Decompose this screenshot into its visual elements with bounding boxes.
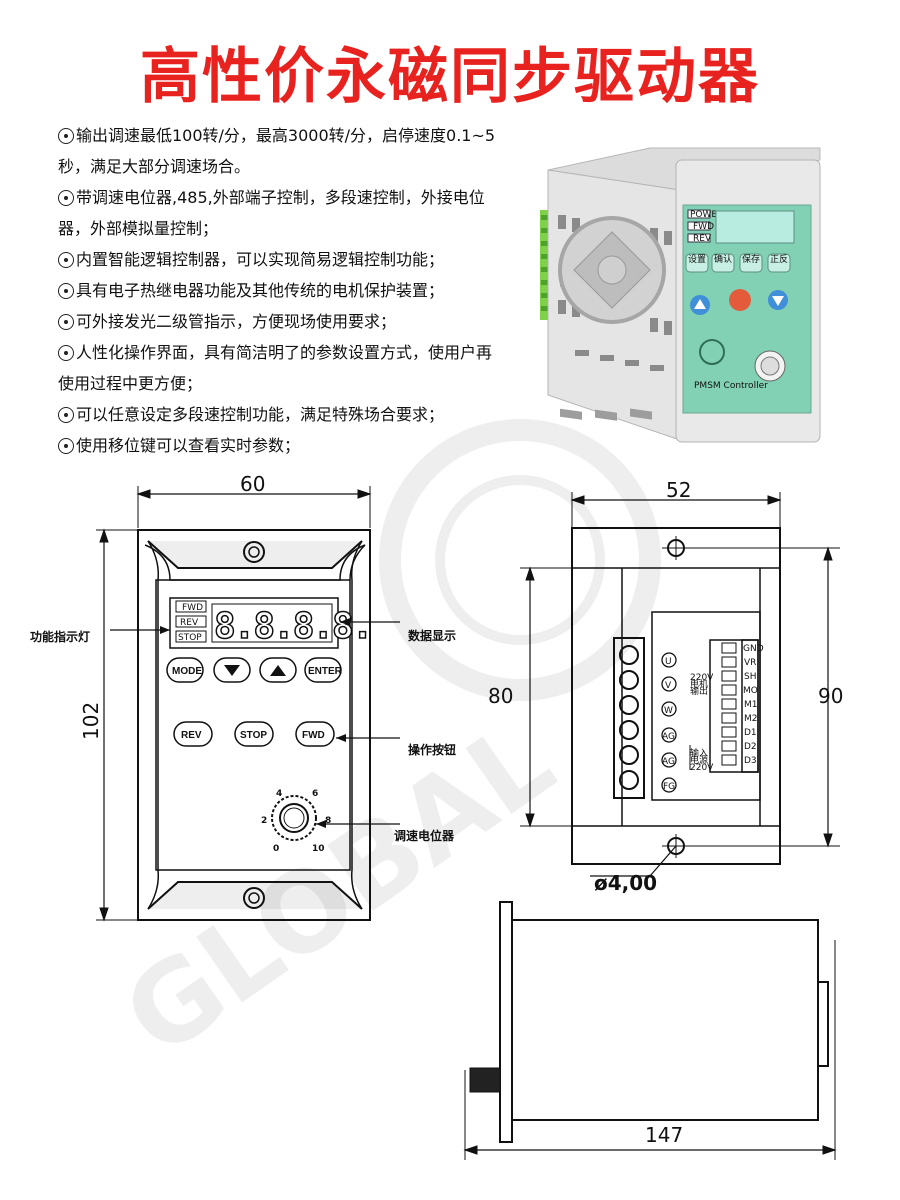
callout-data-display: 数据显示 — [408, 628, 456, 643]
feature-list: 输出调速最低100转/分，最高3000转/分，启停速度0.1~5秒，满足大部分调… — [58, 120, 498, 461]
svg-text:M2: M2 — [744, 714, 758, 724]
bullet-icon — [58, 407, 74, 423]
feature-item: 使用移位键可以查看实时参数； — [58, 430, 498, 461]
product-image: POWER FWD REV 设置 确认 保存 正反 PMSM Controlle… — [540, 147, 821, 443]
svg-text:10: 10 — [312, 844, 325, 854]
svg-text:6: 6 — [312, 789, 318, 799]
feature-item: 带调速电位器,485,外部端子控制，多段速控制，外接电位器，外部模拟量控制； — [58, 188, 485, 238]
dim-height-102: 102 — [79, 702, 103, 740]
speed-potentiometer: 0 2 4 6 8 10 — [261, 789, 331, 854]
svg-text:SH: SH — [744, 672, 756, 682]
svg-text:D3: D3 — [744, 756, 757, 766]
svg-text:GND: GND — [743, 644, 764, 654]
svg-text:REV: REV — [181, 730, 202, 741]
svg-text:MODE: MODE — [172, 666, 202, 677]
svg-text:MO: MO — [743, 686, 758, 696]
svg-text:0: 0 — [273, 844, 279, 854]
svg-text:确认: 确认 — [714, 253, 732, 265]
mode-button[interactable] — [166, 657, 204, 683]
bullet-icon — [58, 128, 74, 144]
button-row-2: REV STOP FWD — [173, 721, 335, 747]
svg-text:REV: REV — [693, 234, 712, 244]
product-display — [715, 210, 795, 244]
svg-text:V: V — [665, 681, 672, 691]
svg-text:保存: 保存 — [742, 253, 760, 265]
bullet-icon — [58, 190, 74, 206]
dim-height-80: 80 — [488, 684, 513, 708]
start-stop-icon — [729, 289, 751, 311]
front-view-drawing — [96, 486, 372, 922]
fwd-button[interactable] — [295, 721, 335, 747]
svg-text:FWD: FWD — [302, 730, 325, 741]
svg-text:AG: AG — [662, 732, 675, 742]
svg-text:D1: D1 — [744, 728, 757, 738]
feature-item: 人性化操作界面，具有简洁明了的参数设置方式，使用户再使用过程中更方便； — [58, 343, 493, 393]
dim-width-52: 52 — [666, 478, 691, 502]
svg-text:REV: REV — [180, 618, 199, 628]
down-arrow-icon — [224, 665, 240, 676]
svg-text:W: W — [664, 706, 673, 716]
rev-button[interactable] — [173, 721, 213, 747]
callout-speed-pot: 调速电位器 — [394, 828, 455, 843]
up-arrow-icon — [270, 665, 286, 676]
svg-text:2: 2 — [261, 816, 267, 826]
svg-text:4: 4 — [276, 789, 282, 799]
svg-text:设置: 设置 — [688, 254, 706, 265]
dim-length-147: 147 — [645, 1123, 683, 1147]
button-row-1: MODE ENTER — [166, 657, 343, 683]
callouts — [110, 618, 400, 828]
svg-text:VR: VR — [744, 658, 756, 668]
bullet-icon — [58, 438, 74, 454]
bullet-icon — [58, 283, 74, 299]
callout-operation-buttons: 操作按钮 — [408, 742, 456, 757]
stop-button[interactable] — [234, 721, 274, 747]
dim-hole-diameter: ø4,00 — [594, 871, 657, 895]
svg-text:输出: 输出 — [690, 685, 708, 697]
bullet-icon — [58, 314, 74, 330]
feature-item: 具有电子热继电器功能及其他传统的电机保护装置； — [58, 275, 498, 306]
feature-item: 输出调速最低100转/分，最高3000转/分，启停速度0.1~5秒，满足大部分调… — [58, 126, 496, 176]
back-view-drawing — [520, 492, 840, 877]
svg-text:FWD: FWD — [693, 222, 714, 232]
svg-text:220V: 220V — [690, 673, 714, 683]
svg-text:电机: 电机 — [690, 678, 708, 690]
enter-button[interactable] — [304, 657, 342, 683]
brand-logo-icon — [699, 339, 725, 365]
svg-text:PMSM Controller: PMSM Controller — [694, 381, 768, 391]
svg-text:FG: FG — [663, 782, 675, 792]
seven-segment-display: 8.8.8.8. — [214, 606, 371, 647]
feature-item: 可以任意设定多段速控制功能，满足特殊场合要求； — [58, 399, 498, 430]
svg-text:FWD: FWD — [182, 603, 203, 613]
svg-text:电源: 电源 — [690, 754, 708, 766]
feature-item: 可外接发光二级管指示，方便现场使用要求； — [58, 306, 498, 337]
indicator-lights: FWD REV STOP — [175, 600, 207, 643]
callout-indicator-light: 功能指示灯 — [30, 629, 90, 644]
bullet-icon — [58, 252, 74, 268]
svg-text:AG: AG — [662, 757, 675, 767]
terminal-labels-left: U V W AG AG FG 220V 电机 输出 输入 电源 220V — [661, 652, 714, 793]
svg-text:8: 8 — [325, 816, 331, 826]
side-view-drawing — [463, 901, 837, 1160]
dim-height-90: 90 — [818, 684, 843, 708]
svg-text:STOP: STOP — [240, 730, 267, 741]
svg-text:D2: D2 — [744, 742, 757, 752]
svg-text:220V: 220V — [690, 763, 714, 773]
svg-text:U: U — [665, 657, 672, 667]
terminal-labels-right: GND VR SH MO M1 M2 D1 D2 D3 — [721, 642, 764, 766]
svg-text:POWER: POWER — [690, 210, 723, 220]
watermark-logo: GLOBAL — [101, 419, 661, 1081]
svg-text:正反: 正反 — [770, 254, 788, 265]
page-title: 高性价永磁同步驱动器 — [140, 42, 760, 112]
dim-width-60: 60 — [240, 472, 265, 496]
svg-text:STOP: STOP — [178, 633, 202, 643]
svg-text:输入: 输入 — [690, 747, 708, 759]
svg-text:ENTER: ENTER — [308, 666, 343, 677]
svg-text:M1: M1 — [744, 700, 758, 710]
feature-item: 内置智能逻辑控制器，可以实现简易逻辑控制功能； — [58, 244, 498, 275]
bullet-icon — [58, 345, 74, 361]
